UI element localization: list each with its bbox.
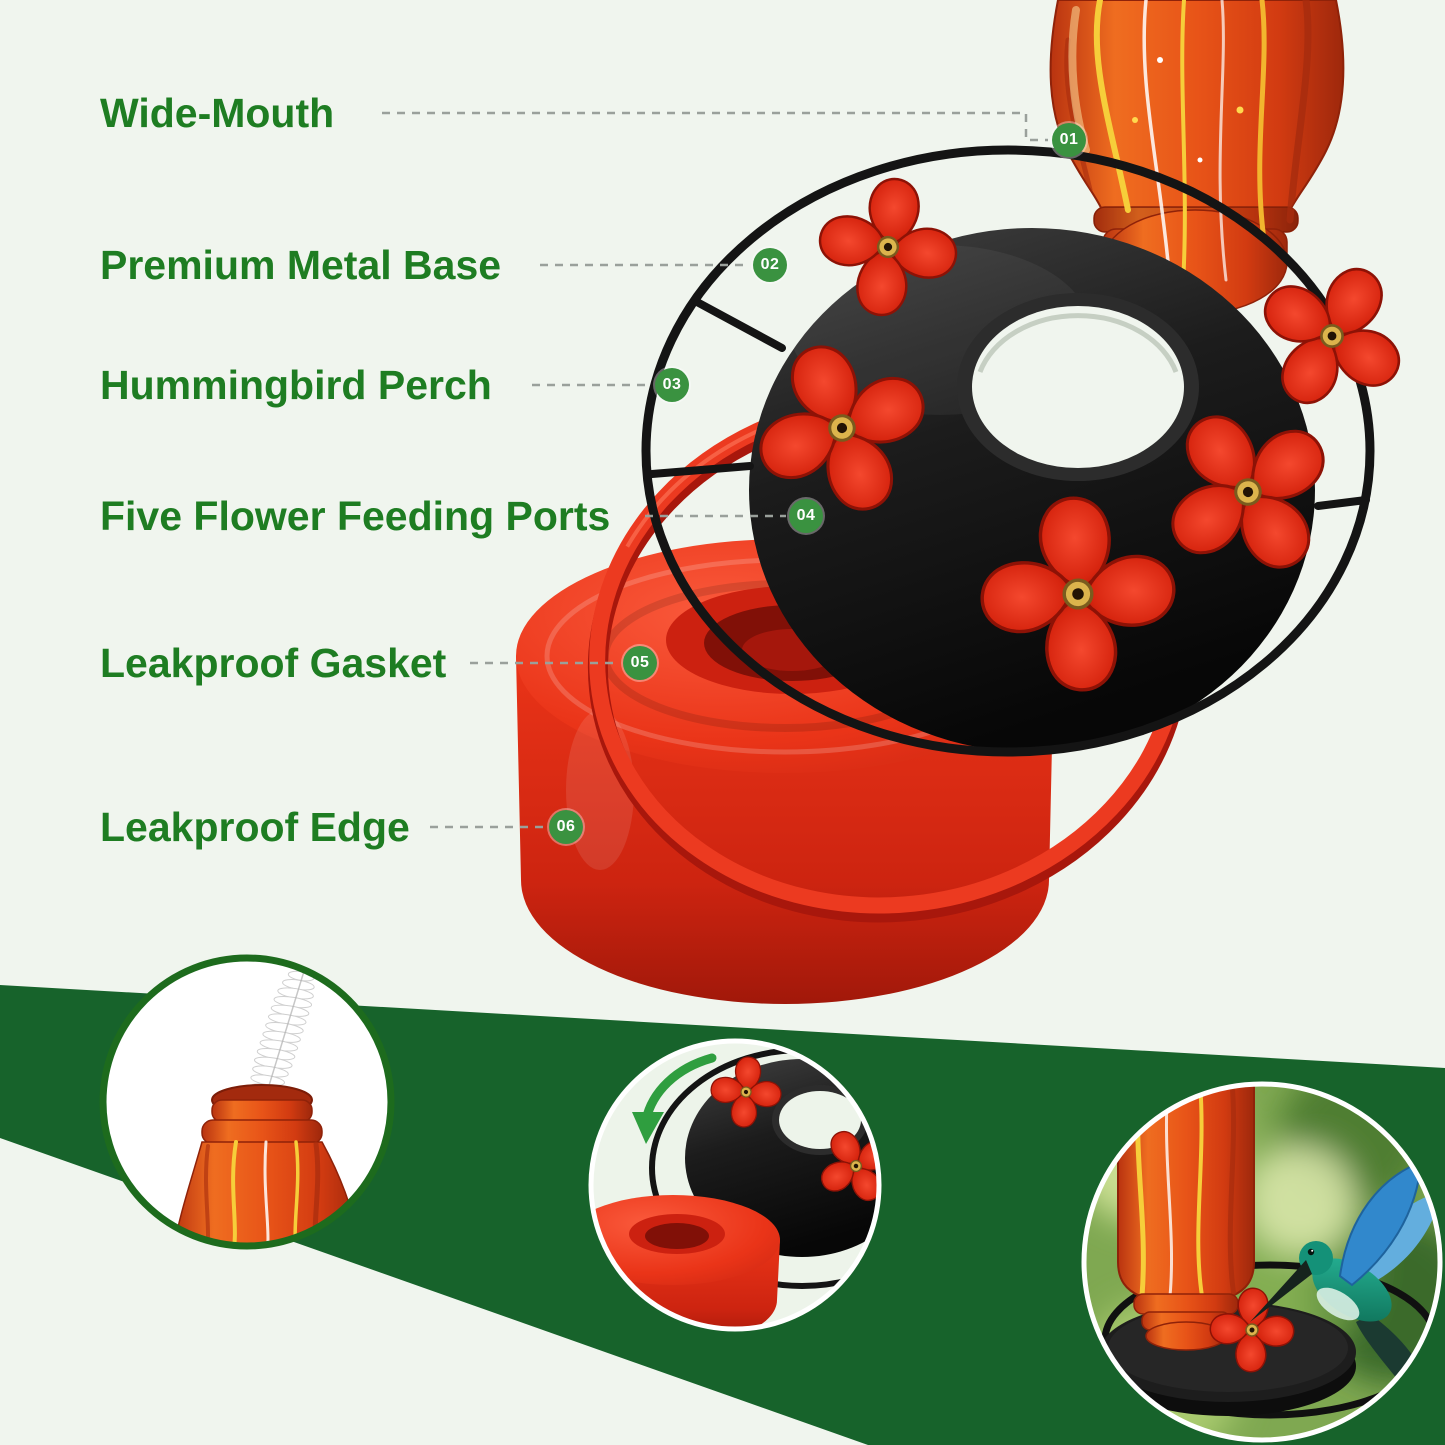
perch-ring [641, 145, 1375, 757]
callout-label-leakproof-gasket: Leakproof Gasket [100, 640, 447, 686]
curved-arrow-icon [632, 1053, 717, 1144]
inset-base-assembly [588, 1038, 882, 1332]
wide-mouth-opening [972, 306, 1184, 468]
leader-lines [382, 111, 1048, 829]
callout-badge-03: 03 [655, 368, 689, 402]
callout-label-feeding-ports: Five Flower Feeding Ports [100, 493, 611, 539]
callout-label-leakproof-edge: Leakproof Edge [100, 804, 410, 850]
callout-badge-06: 06 [549, 810, 583, 844]
inset-cleaning-brush [99, 954, 395, 1250]
callout-label-hummingbird-perch: Hummingbird Perch [100, 362, 492, 408]
inset-hummingbird [1081, 1081, 1443, 1443]
callout-badge-02: 02 [753, 248, 787, 282]
metal-base-dome [749, 228, 1315, 752]
callout-badge-05: 05 [623, 646, 657, 680]
callout-label-wide-mouth: Wide-Mouth [100, 90, 335, 136]
hummingbird-icon [1250, 1160, 1439, 1382]
callout-badge-04: 04 [789, 499, 823, 533]
callout-label-premium-metal-base: Premium Metal Base [100, 242, 502, 288]
callout-badge-01: 01 [1052, 123, 1086, 157]
brush-icon [249, 961, 315, 1100]
